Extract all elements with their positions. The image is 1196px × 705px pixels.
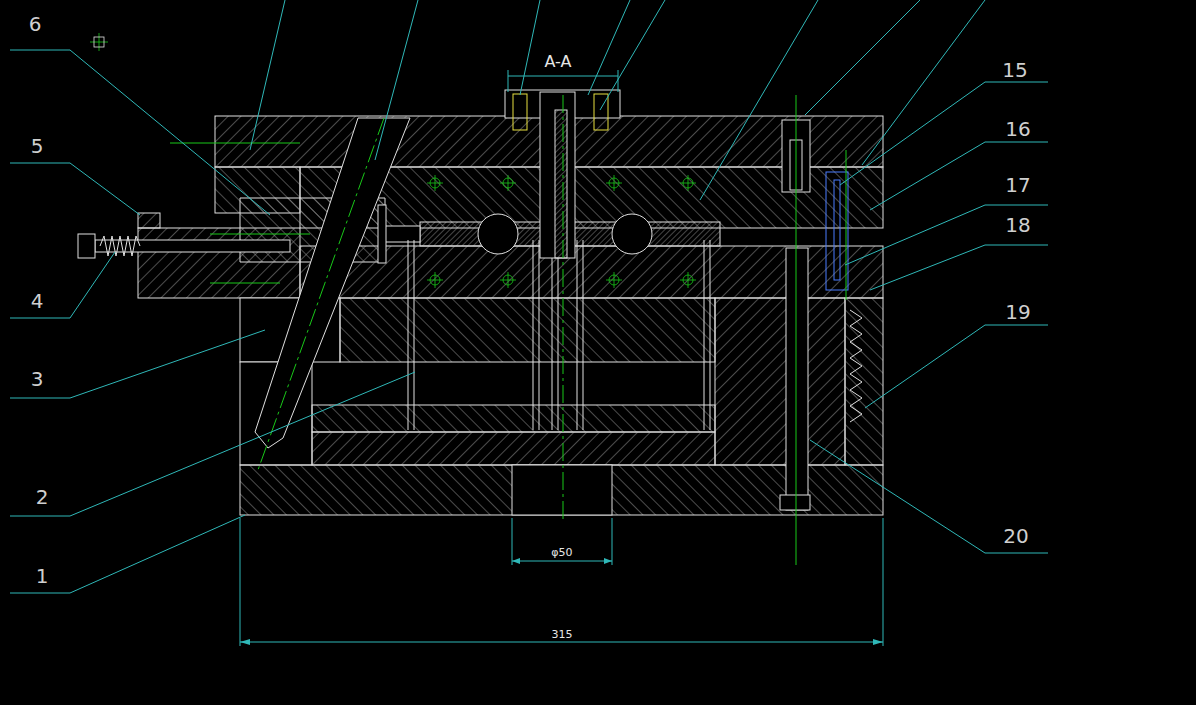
callout-number: 2 (36, 487, 49, 507)
callout-number: 6 (29, 14, 42, 34)
callout-number: 20 (1003, 526, 1028, 546)
dimension-text: 315 (549, 629, 576, 640)
callout-number: 15 (1002, 60, 1027, 80)
callout-number: 19 (1005, 302, 1030, 322)
callout-number: 1 (36, 566, 49, 586)
dimension-text: A-A (545, 54, 572, 70)
callout-number: 4 (31, 291, 44, 311)
dimension-text: φ50 (548, 547, 575, 558)
callout-number: 5 (31, 136, 44, 156)
callout-number: 17 (1005, 175, 1030, 195)
callout-number: 18 (1005, 215, 1030, 235)
callout-number: 3 (31, 369, 44, 389)
callout-number: 16 (1005, 119, 1030, 139)
